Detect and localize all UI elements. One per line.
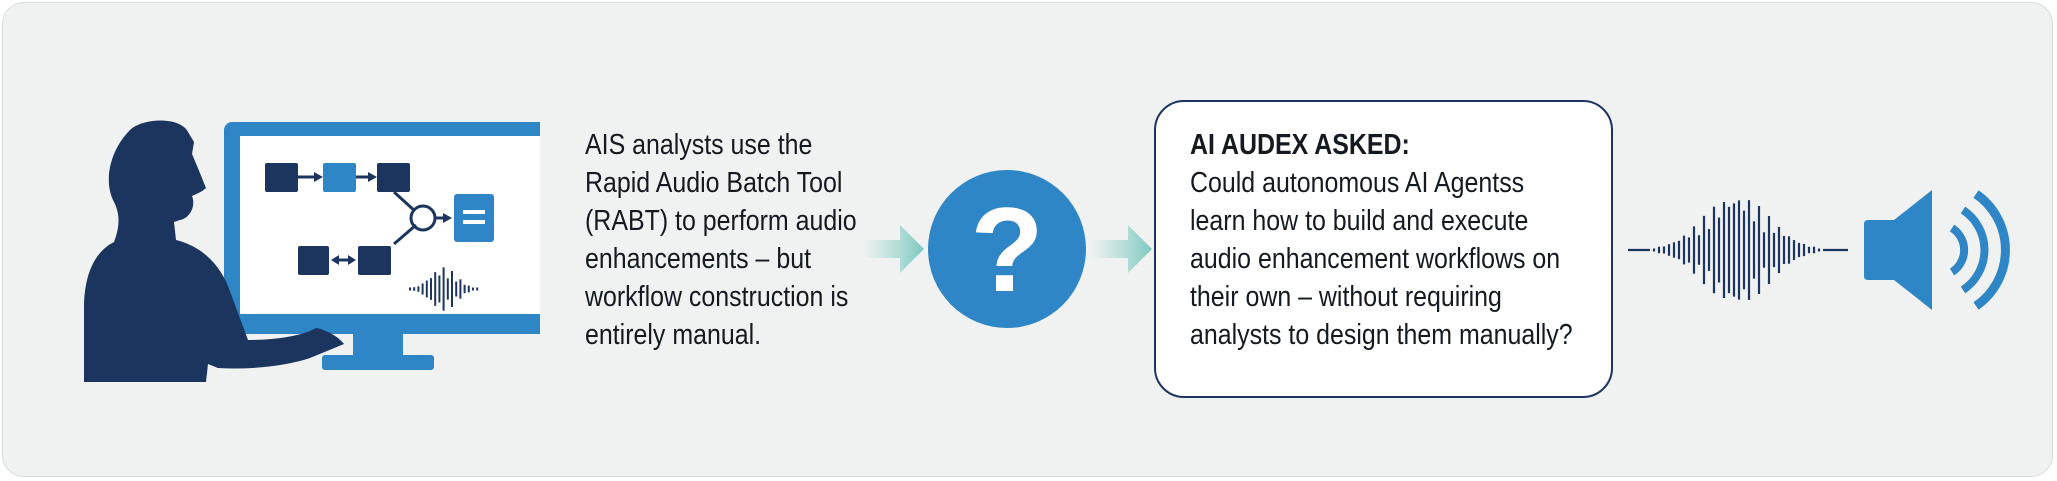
description-line: workflow construction is	[585, 281, 849, 313]
arrow-right-icon	[1090, 225, 1152, 273]
question-box	[1154, 100, 1613, 398]
question-line: analysts to design them manually?	[1190, 319, 1573, 351]
question-line: Could autonomous AI Agentss	[1190, 167, 1525, 199]
question-line: audio enhancement workflows on	[1190, 243, 1561, 275]
question-title: AI AUDEX ASKED:	[1190, 129, 1410, 161]
speaker-icon	[1864, 190, 2010, 310]
screen-waveform-icon	[409, 267, 479, 311]
description-line: enhancements – but	[585, 243, 812, 275]
description-line: AIS analysts use the	[585, 129, 813, 161]
question-line: learn how to build and execute	[1190, 205, 1529, 237]
description-line: entirely manual.	[585, 319, 762, 351]
question-line: their own – without requiring	[1190, 281, 1502, 313]
arrow-right-icon	[862, 225, 924, 273]
question-mark-glyph: ?	[970, 183, 1043, 317]
description-line: Rapid Audio Batch Tool	[585, 167, 843, 199]
workflow-diagram-icon	[265, 163, 494, 275]
description-text: AIS analysts use the Rapid Audio Batch T…	[585, 126, 857, 354]
question-text: AI AUDEX ASKED: Could autonomous AI Agen…	[1190, 126, 1573, 354]
analyst-silhouette	[84, 120, 344, 382]
question-mark-icon: ?	[928, 170, 1086, 328]
waveform-icon	[1628, 200, 1848, 300]
analyst-at-monitor-icon	[84, 120, 540, 382]
description-line: (RABT) to perform audio	[585, 205, 857, 237]
